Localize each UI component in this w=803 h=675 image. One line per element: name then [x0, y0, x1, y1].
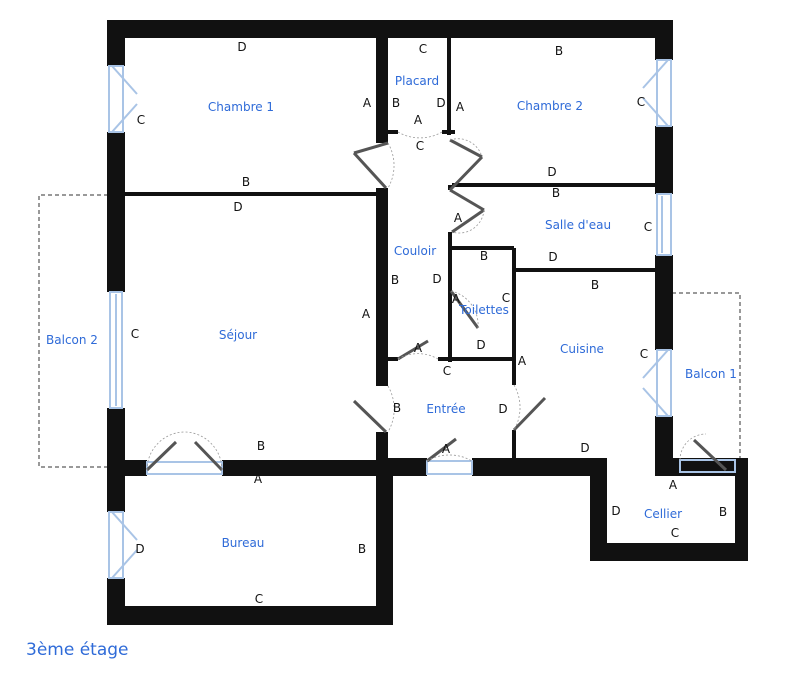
wall-label: C — [443, 364, 451, 378]
wall-label: D — [611, 504, 620, 518]
wall-label: C — [671, 526, 679, 540]
room-balcon-2: Balcon 2 — [46, 333, 98, 347]
wall-label: C — [644, 220, 652, 234]
wall-label: C — [637, 95, 645, 109]
wall-label: B — [392, 96, 400, 110]
window-leaves — [111, 59, 669, 579]
floor-label: 3ème étage — [26, 640, 129, 660]
wall-label: A — [362, 307, 371, 321]
room-sejour: Séjour — [219, 328, 257, 342]
wall-label: D — [547, 165, 556, 179]
room-cellier: Cellier — [644, 507, 682, 521]
wall-label: D — [548, 250, 557, 264]
wall-label: B — [719, 505, 727, 519]
room-chambre-1: Chambre 1 — [208, 100, 274, 114]
wall-label: A — [442, 442, 451, 456]
wall-label: B — [257, 439, 265, 453]
wall-label: A — [518, 354, 527, 368]
balcon-2-outline — [38, 194, 108, 468]
wall-label: D — [432, 272, 441, 286]
wall-label: A — [363, 96, 372, 110]
wall-label: A — [452, 292, 461, 306]
wall-label: B — [591, 278, 599, 292]
wall-label: C — [419, 42, 427, 56]
wall-label: C — [131, 327, 139, 341]
wall-label: A — [456, 100, 465, 114]
room-balcon-1: Balcon 1 — [685, 367, 737, 381]
exterior-walls — [107, 20, 748, 625]
balcon-1-outline — [672, 292, 741, 462]
windows — [108, 59, 736, 579]
room-chambre-2: Chambre 2 — [517, 99, 583, 113]
wall-label: C — [640, 347, 648, 361]
room-placard: Placard — [395, 74, 439, 88]
room-couloir: Couloir — [394, 244, 436, 258]
wall-label: B — [242, 175, 250, 189]
wall-label: C — [416, 139, 424, 153]
wall-label: A — [254, 472, 263, 486]
wall-label: D — [580, 441, 589, 455]
wall-label: B — [480, 249, 488, 263]
room-salle-eau: Salle d'eau — [545, 218, 611, 232]
wall-label: D — [237, 40, 246, 54]
wall-labels: D A B C C B D A C B A C D B D C A B A A … — [131, 40, 727, 606]
wall-label: D — [476, 338, 485, 352]
door-leaves — [145, 138, 728, 472]
room-toilettes: Toilettes — [458, 303, 509, 317]
wall-label: D — [135, 542, 144, 556]
wall-label: D — [498, 402, 507, 416]
wall-label: B — [552, 186, 560, 200]
wall-label: B — [393, 401, 401, 415]
wall-label: A — [454, 211, 463, 225]
room-entree: Entrée — [426, 402, 465, 416]
wall-label: B — [391, 273, 399, 287]
room-bureau: Bureau — [222, 536, 265, 550]
room-cuisine: Cuisine — [560, 342, 604, 356]
wall-label: B — [358, 542, 366, 556]
wall-label: D — [233, 200, 242, 214]
wall-label: A — [669, 478, 678, 492]
wall-label: B — [555, 44, 563, 58]
room-labels: Chambre 1 Placard Chambre 2 Salle d'eau … — [46, 74, 737, 550]
wall-label: D — [436, 96, 445, 110]
wall-label: A — [414, 341, 423, 355]
wall-label: C — [137, 113, 145, 127]
wall-label: C — [255, 592, 263, 606]
door-swings — [146, 131, 707, 471]
wall-label: C — [502, 291, 510, 305]
wall-label: A — [414, 113, 423, 127]
